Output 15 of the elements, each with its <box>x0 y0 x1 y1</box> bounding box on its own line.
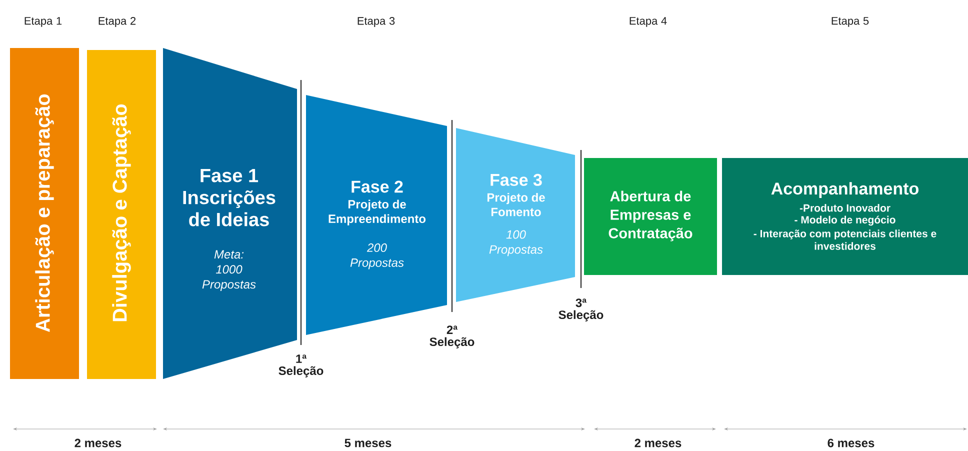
duration-label: 6 meses <box>828 438 874 448</box>
stage-label: Etapa 5 <box>832 17 869 27</box>
duration-label: 5 meses <box>344 438 392 448</box>
stage-label: Etapa 1 <box>24 17 62 27</box>
stage-label: Etapa 2 <box>98 17 136 27</box>
stage-bar: Articulação e preparação <box>10 48 79 379</box>
funnel-stage: Fase 3 Projeto de Fomento 100 Propostas <box>456 128 575 302</box>
stage-bar: Divulgação e Captação <box>87 50 156 379</box>
duration-label: 2 meses <box>74 438 122 448</box>
duration-label: 2 meses <box>634 438 682 448</box>
stage-box: Abertura de Empresas e Contratação <box>584 158 717 275</box>
funnel-stage: Fase 2 Projeto de Empreendimento 200 Propostas <box>306 95 447 335</box>
stage-label: Etapa 4 <box>630 17 667 27</box>
stage-box: Acompanhamento -Produto Inovador - Modelo de negócio - Interação com potenciais clientes e investidores <box>722 158 968 275</box>
stage-label: Etapa 3 <box>358 17 395 27</box>
